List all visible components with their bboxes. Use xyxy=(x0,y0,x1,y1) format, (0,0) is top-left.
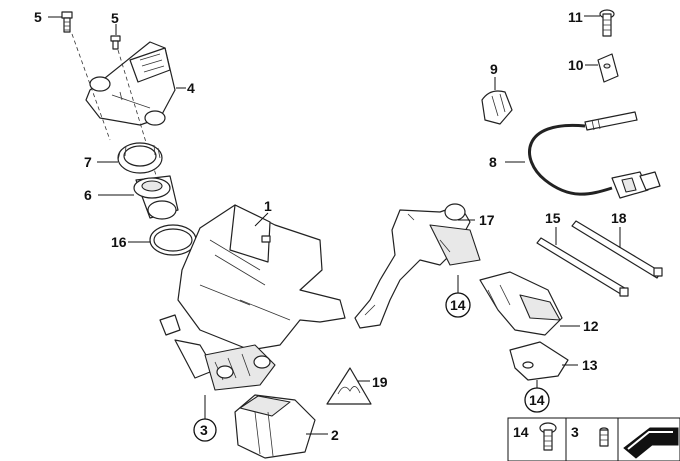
ring-7 xyxy=(117,142,163,174)
screw-5a xyxy=(61,11,73,33)
callout-13: 13 xyxy=(582,357,598,373)
arrow-icon xyxy=(623,427,679,459)
o-ring-16 xyxy=(149,224,197,256)
callout-16: 16 xyxy=(111,234,127,250)
callout-19: 19 xyxy=(372,374,388,390)
callout-5b: 5 xyxy=(111,10,119,26)
bracket-13 xyxy=(509,341,569,381)
cable-tie-15 xyxy=(536,237,629,297)
module-12 xyxy=(479,271,563,336)
callout-10: 10 xyxy=(568,57,584,73)
callout-8: 8 xyxy=(489,154,497,170)
holder-9 xyxy=(481,90,513,125)
sensor-cable-8 xyxy=(528,111,661,199)
callout-circle-3 xyxy=(193,418,217,442)
legend-item-3: 3 xyxy=(571,424,579,440)
screw-5b xyxy=(110,35,121,50)
legend-item-14: 14 xyxy=(513,424,529,440)
callout-5a: 5 xyxy=(34,9,42,25)
warning-label-19 xyxy=(326,367,372,405)
callout-11: 11 xyxy=(568,9,583,25)
insert-icon xyxy=(599,427,609,447)
callout-circle-14a xyxy=(445,292,471,318)
legend-box: 14 3 xyxy=(507,417,680,461)
callout-18: 18 xyxy=(611,210,627,226)
callout-15: 15 xyxy=(545,210,561,226)
callout-6: 6 xyxy=(84,187,92,203)
bolt-icon xyxy=(539,422,557,451)
cable-tie-18 xyxy=(571,220,663,279)
callout-3: 3 xyxy=(200,422,208,438)
screw-11 xyxy=(599,9,615,37)
callout-4: 4 xyxy=(187,80,195,96)
callout-14a: 14 xyxy=(450,297,466,313)
clip-10 xyxy=(597,53,619,83)
bracket-17 xyxy=(354,203,481,329)
callout-circle-14b xyxy=(524,387,550,413)
ignition-switch-2 xyxy=(234,394,316,459)
callout-7: 7 xyxy=(84,154,92,170)
bracket-4 xyxy=(85,41,176,126)
callout-1: 1 xyxy=(264,198,272,214)
callout-9: 9 xyxy=(490,61,498,77)
callout-2: 2 xyxy=(331,427,339,443)
lock-cylinder-6 xyxy=(133,175,179,220)
callout-14b: 14 xyxy=(529,392,545,408)
lock-housing-1 xyxy=(159,204,346,391)
callout-17: 17 xyxy=(479,212,495,228)
callout-12: 12 xyxy=(583,318,599,334)
